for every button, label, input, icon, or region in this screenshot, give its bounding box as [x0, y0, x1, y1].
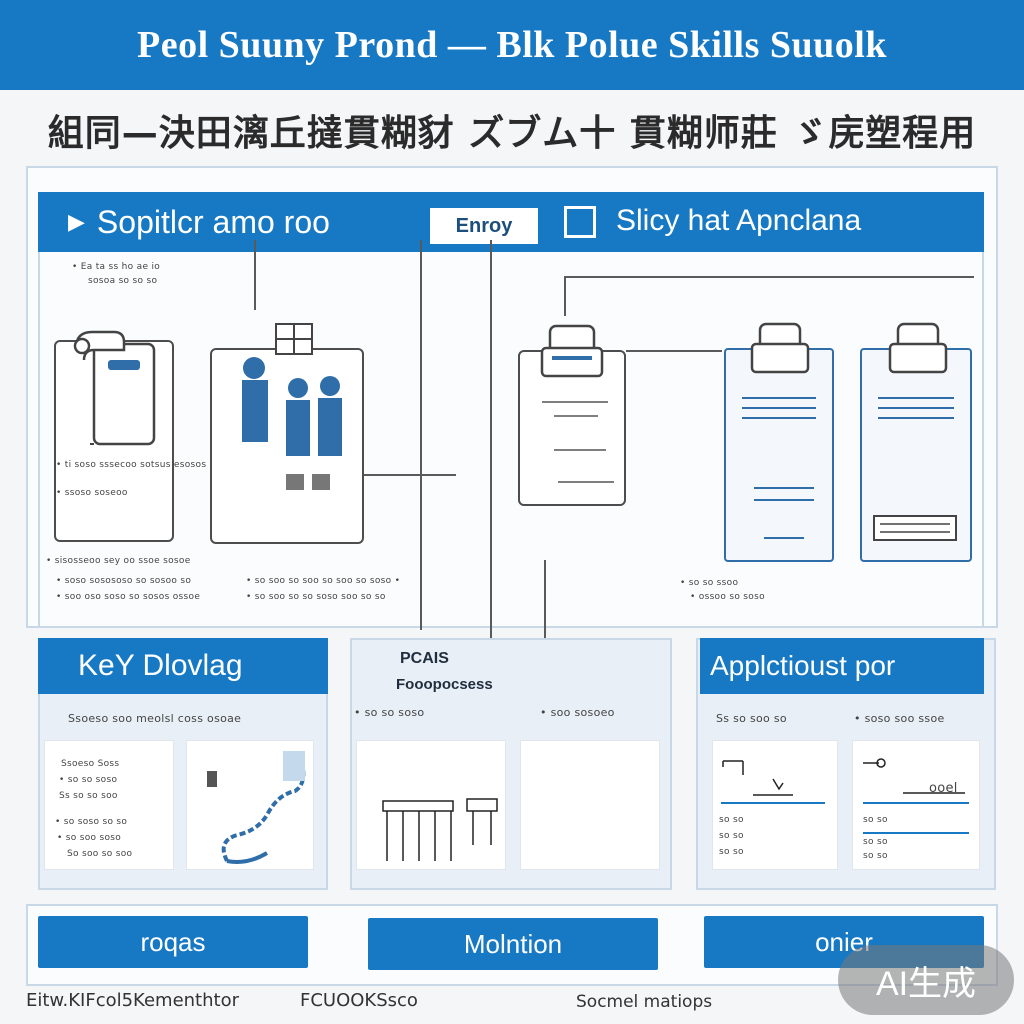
app-caption-b: • soso soo ssoe [854, 712, 945, 725]
people-icon [242, 323, 342, 490]
mid-note-1: • ti soso sssecoo sotsus esosos [56, 460, 207, 470]
middle-caption-b: • soo sosoeo [540, 706, 615, 719]
map-icon [207, 751, 306, 864]
app-panel-header: Applctioust por [700, 638, 984, 694]
key-panel-header: KeY Dlovlag [38, 638, 328, 694]
app-row: so so [863, 851, 888, 861]
connector-line [490, 240, 492, 660]
footer-left: Eitw.KIFcol5Kementhtor [26, 990, 239, 1011]
bottom-note-3: • soo oso soso so sosos ossoe [56, 592, 201, 602]
report-card-1[interactable] [724, 348, 834, 562]
app-caption-a: Ss so soo so [716, 712, 787, 725]
connector-line [420, 240, 422, 630]
ai-generated-badge: AI生成 [838, 945, 1014, 1015]
middle-caption-a: • so so soso [354, 706, 425, 719]
right-note-2: • ossoo so soso [690, 592, 765, 602]
form-icon [863, 758, 969, 834]
left-note-2: sosoa so so so [88, 276, 158, 286]
app-panel-title: Applctioust por [710, 650, 896, 681]
title-bar: Peol Suuny Prond — Blk Polue Skills Suuo… [0, 0, 1024, 90]
device-icon [73, 330, 156, 446]
top-panel-body [38, 252, 984, 626]
app-card-1[interactable]: so so so so so so [712, 740, 838, 870]
key-list-item: • so so soso [59, 775, 118, 785]
document-icon [540, 324, 614, 483]
bottom-note-2: • soso sosososo so sosoo so [56, 576, 192, 586]
key-list-item: Ssoeso Soss [61, 759, 120, 769]
clipboard-icon [742, 322, 816, 539]
right-note-1: • so so ssoo [680, 578, 739, 588]
app-row: so so [719, 831, 744, 841]
top-panel-title-left: Sopitlcr amo roo [96, 203, 330, 240]
form-icon [721, 760, 825, 804]
bar-chart-icon [382, 798, 498, 861]
key-list-item: Ss so so soo [59, 791, 118, 801]
app-row: so so [719, 815, 744, 825]
key-panel-title: KeY Dlovlag [78, 649, 243, 682]
app-row: so so [719, 847, 744, 857]
top-panel-title-right: Slicy hat Apnclana [616, 204, 862, 237]
footer-right: Socmel matiops [576, 992, 713, 1012]
clipboard-icon [873, 322, 957, 541]
left-note-1: • Ea ta ss ho ae io [72, 262, 161, 272]
key-list-card: Ssoeso Soss • so so soso Ss so so soo • … [44, 740, 174, 870]
page-title: Peol Suuny Prond — Blk Polue Skills Suuo… [137, 24, 887, 66]
connector-line [364, 474, 456, 476]
app-mark: ooel [929, 781, 958, 796]
connector-line [626, 350, 722, 352]
key-list-item: • so soso so so [55, 817, 128, 827]
footer-middle: FCUOOKSsco [300, 990, 418, 1011]
bottom-note-1: • sisosseoo sey oo ssoe sosoe [46, 556, 191, 566]
app-card-2[interactable]: ooel so so so so so so [852, 740, 980, 870]
checkbox-icon[interactable] [564, 206, 596, 238]
mid-note-2: • ssoso soseoo [56, 488, 128, 498]
connector-line [564, 276, 566, 316]
center-note-1: • so soo so soo so soo so soso • [246, 576, 401, 586]
top-panel-tab[interactable]: Enroy [428, 206, 540, 246]
connector-line [254, 240, 256, 310]
chart-card-1[interactable] [356, 740, 506, 870]
map-card[interactable] [186, 740, 314, 870]
connector-line [564, 276, 974, 278]
key-list-item: So soo so soo [67, 849, 133, 859]
center-note-2: • so soo so so soso soo so so [246, 592, 386, 602]
play-icon: ▶ [68, 209, 85, 234]
middle-panel-title-b: Fooopocsess [396, 676, 493, 693]
chart-card-2[interactable] [520, 740, 660, 870]
key-list-item: • so soo soso [57, 833, 122, 843]
app-row: so so [863, 815, 888, 825]
key-panel-caption: Ssoeso soo meolsl coss osoae [68, 712, 242, 725]
roqas-button[interactable]: roqas [38, 916, 308, 968]
app-row: so so [863, 837, 888, 847]
top-panel-tab-label: Enroy [455, 214, 513, 237]
page-subtitle: 組同—決田漓丘撻貫糊豺 ズブム十 貫糊师莊 ゞ庑塑程用 [47, 113, 977, 154]
molntion-button[interactable]: Molntion [368, 918, 658, 970]
middle-panel-title-a: PCAIS [400, 650, 449, 667]
